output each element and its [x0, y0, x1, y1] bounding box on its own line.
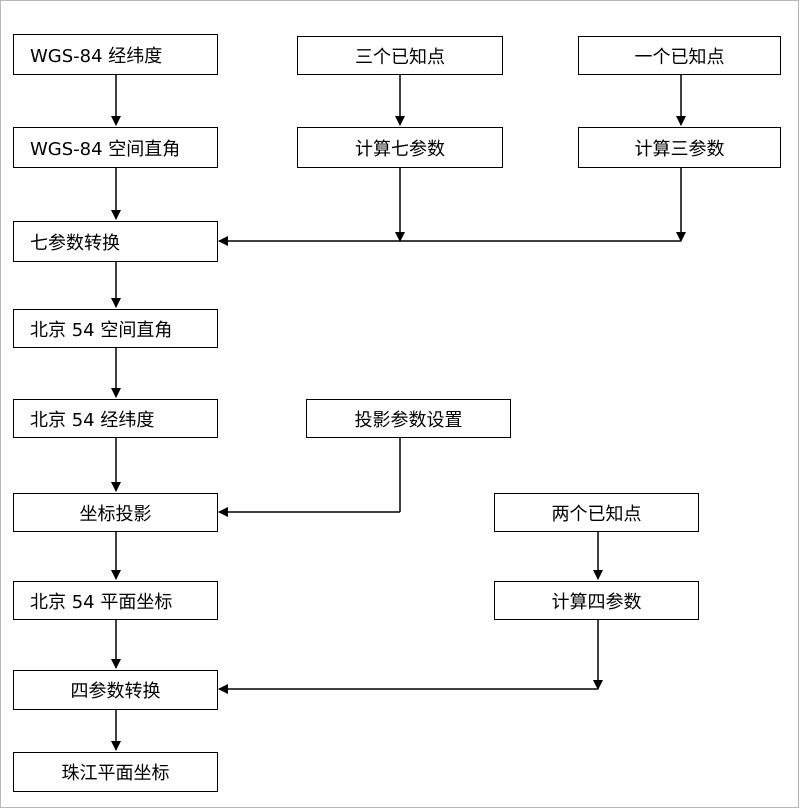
- node-two-known-points: 两个已知点: [494, 493, 699, 532]
- node-bj54-latlon: 北京 54 经纬度: [13, 399, 218, 438]
- node-three-known-points: 三个已知点: [297, 36, 503, 75]
- node-bj54-plane: 北京 54 平面坐标: [13, 581, 218, 620]
- node-compute-four-params: 计算四参数: [494, 581, 699, 620]
- node-compute-three-params: 计算三参数: [578, 127, 781, 168]
- node-bj54-xyz: 北京 54 空间直角: [13, 309, 218, 348]
- node-coord-projection: 坐标投影: [13, 493, 218, 532]
- node-four-param-transform: 四参数转换: [13, 670, 218, 710]
- node-one-known-point: 一个已知点: [578, 36, 781, 75]
- node-wgs84-latlon: WGS-84 经纬度: [13, 34, 218, 75]
- node-seven-param-transform: 七参数转换: [13, 221, 218, 262]
- node-wgs84-xyz: WGS-84 空间直角: [13, 127, 218, 168]
- node-projection-settings: 投影参数设置: [306, 399, 511, 438]
- node-compute-seven-params: 计算七参数: [297, 127, 503, 168]
- node-zhujiang-plane: 珠江平面坐标: [13, 752, 218, 792]
